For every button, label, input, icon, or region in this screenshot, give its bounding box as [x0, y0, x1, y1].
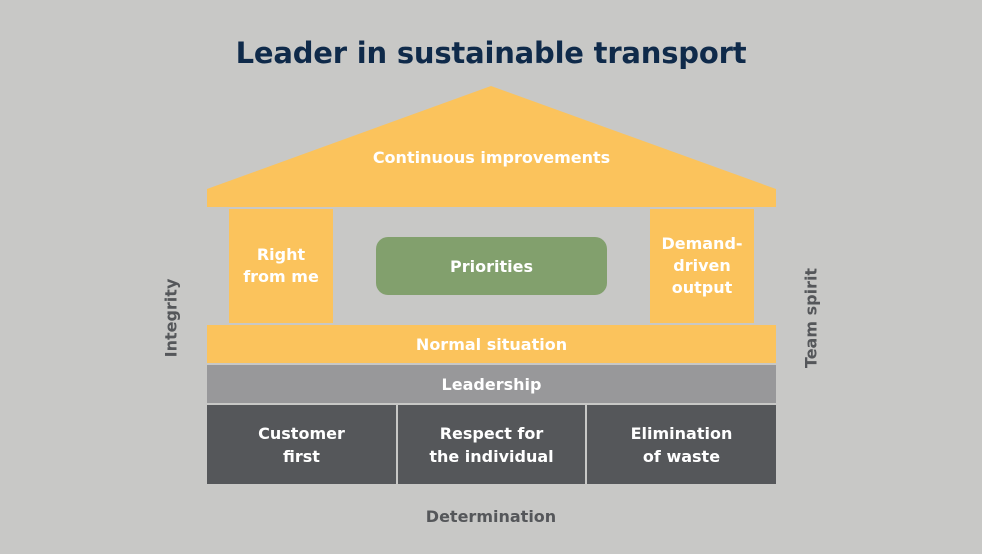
roof-label: Continuous improvements — [372, 148, 611, 167]
roof-shape — [207, 86, 776, 207]
team-spirit-label: Team spirit — [801, 267, 821, 369]
pillar-left: Right from me — [229, 209, 333, 323]
normal-situation-band: Normal situation — [207, 325, 776, 363]
foundation-respect: Respect for the individual — [398, 405, 585, 484]
diagram-title: Leader in sustainable transport — [235, 36, 747, 70]
determination-label: Determination — [425, 507, 557, 526]
pillar-right: Demand- driven output — [650, 209, 754, 323]
foundation-elimination: Elimination of waste — [587, 405, 776, 484]
leadership-band: Leadership — [207, 365, 776, 403]
priorities-box: Priorities — [376, 237, 607, 295]
integrity-label: Integrity — [161, 278, 181, 358]
foundation-customer-first: Customer first — [207, 405, 396, 484]
